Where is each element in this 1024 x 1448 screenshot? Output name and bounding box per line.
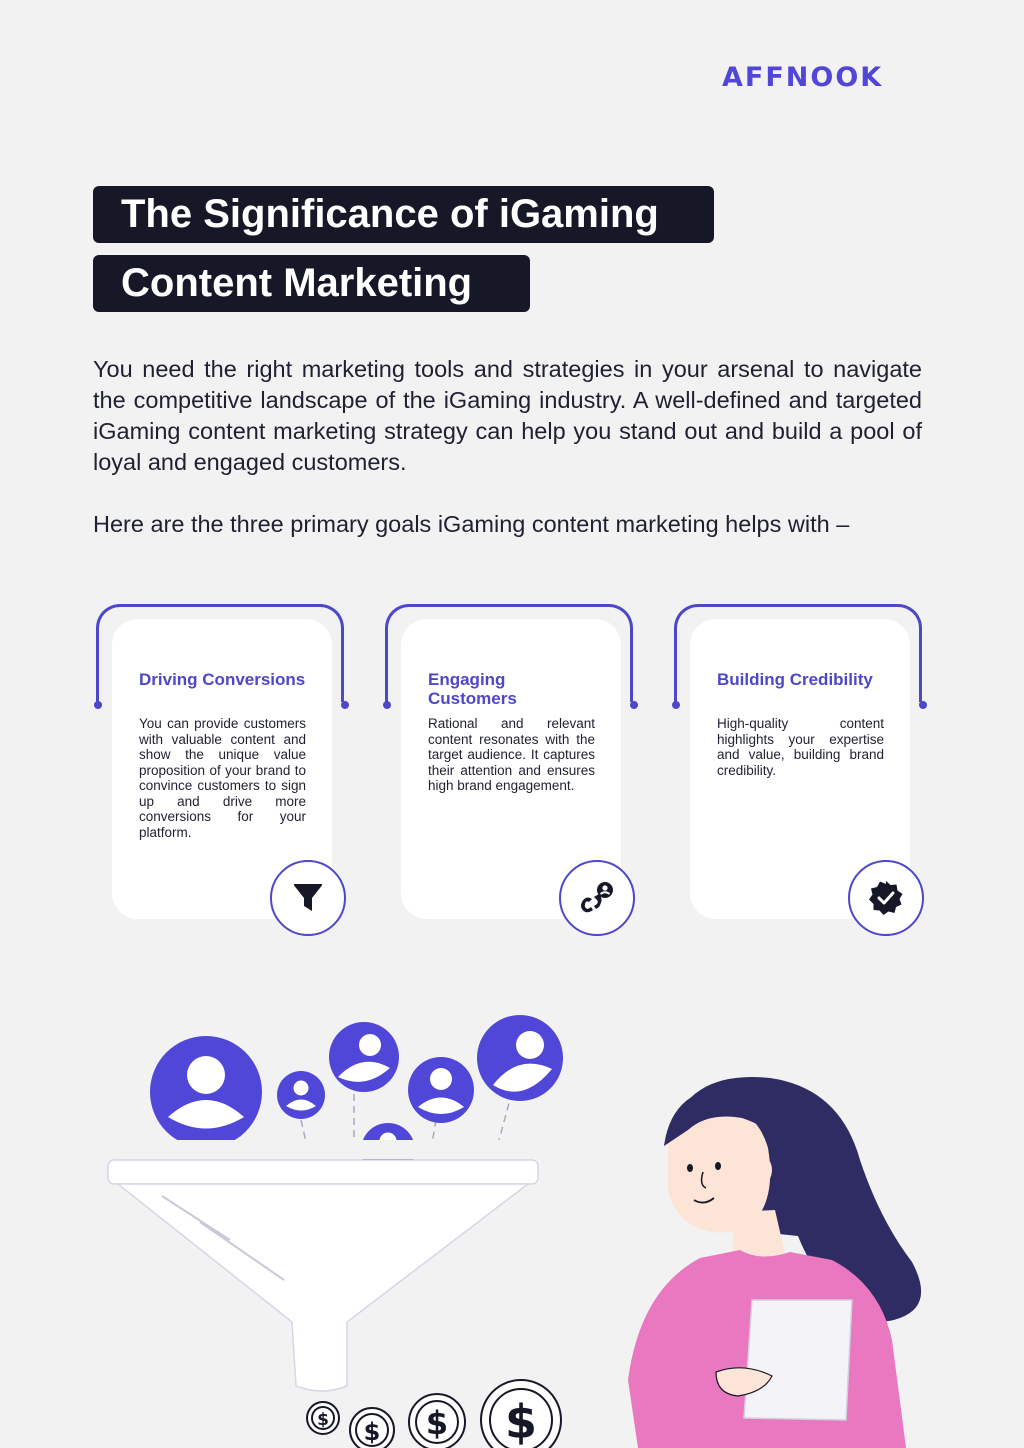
svg-text:$: $ bbox=[317, 1410, 329, 1430]
card-arc bbox=[96, 604, 344, 702]
goals-lead-paragraph: Here are the three primary goals iGaming… bbox=[93, 511, 850, 537]
card-dot bbox=[919, 701, 927, 709]
engagement-icon bbox=[559, 860, 635, 936]
dollar-coin-icon: $ bbox=[408, 1393, 466, 1448]
card-dot bbox=[672, 701, 680, 709]
card-title: Engaging Customers bbox=[428, 670, 517, 708]
funnel-icon bbox=[100, 1140, 550, 1392]
card-dot bbox=[383, 701, 391, 709]
user-avatar-icon bbox=[277, 1071, 325, 1119]
svg-text:$: $ bbox=[426, 1404, 448, 1442]
page-title-line-2: Content Marketing bbox=[93, 255, 530, 312]
dollar-coin-icon: $ bbox=[306, 1401, 340, 1435]
card-title: Building Credibility bbox=[717, 670, 873, 689]
user-avatar-icon bbox=[329, 1022, 399, 1092]
svg-text:$: $ bbox=[364, 1418, 381, 1446]
card-body: Driving Conversions You can provide cust… bbox=[112, 619, 332, 919]
verified-badge-icon bbox=[848, 860, 924, 936]
card-dot bbox=[94, 701, 102, 709]
user-avatar-icon bbox=[477, 1015, 563, 1101]
funnel-icon bbox=[270, 860, 346, 936]
goal-card-engaging-customers: Engaging Customers Rational and relevant… bbox=[383, 604, 638, 940]
card-text: You can provide customers with valuable … bbox=[139, 716, 306, 840]
card-arc bbox=[385, 604, 633, 702]
woman-character-illustration bbox=[628, 1077, 922, 1448]
svg-text:$: $ bbox=[505, 1395, 537, 1448]
card-dot bbox=[630, 701, 638, 709]
card-text: Rational and relevant content resonates … bbox=[428, 716, 595, 793]
card-title: Driving Conversions bbox=[139, 670, 306, 689]
user-avatar-icon bbox=[408, 1057, 474, 1123]
card-dot bbox=[341, 701, 349, 709]
user-avatar-icon bbox=[150, 1036, 262, 1148]
goal-card-driving-conversions: Driving Conversions You can provide cust… bbox=[94, 604, 349, 940]
dollar-coin-icon: $ bbox=[480, 1379, 562, 1448]
dollar-coin-icon: $ bbox=[349, 1407, 395, 1448]
page-title-line-1: The Significance of iGaming bbox=[93, 186, 714, 243]
intro-paragraph: You need the right marketing tools and s… bbox=[93, 356, 922, 475]
card-text: High-quality content highlights your exp… bbox=[717, 716, 884, 778]
marketing-funnel-illustration: $ $ $ $ bbox=[100, 1015, 922, 1448]
goal-card-building-credibility: Building Credibility High-quality conten… bbox=[672, 604, 927, 940]
brand-logo: AFFNOOK bbox=[722, 62, 884, 93]
card-arc bbox=[674, 604, 922, 702]
